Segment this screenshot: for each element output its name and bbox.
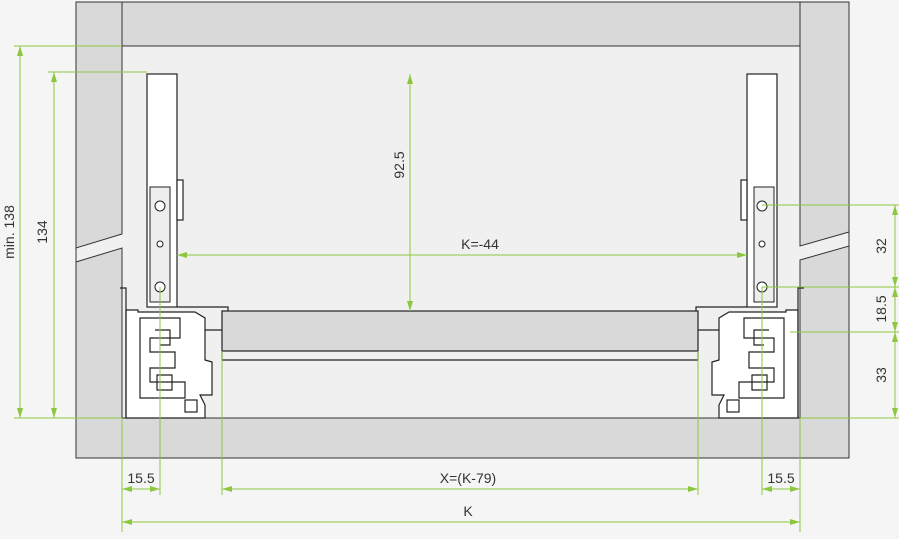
left-screw-top xyxy=(154,200,166,212)
cabinet-bottom-panel xyxy=(75,417,850,459)
right-hole-middle xyxy=(758,240,766,248)
label-15-5-left: 15.5 xyxy=(127,470,154,486)
left-hole-middle xyxy=(156,240,164,248)
cabinet-right-panel-upper xyxy=(799,1,850,247)
label-k-44: K=-44 xyxy=(461,236,499,252)
dimension-labels: min. 138 134 92.5 K=-44 32 18.5 33 15.5 … xyxy=(1,151,889,519)
left-runner xyxy=(125,309,213,419)
drawer-bottom-panel xyxy=(221,310,699,352)
cabinet-top-panel xyxy=(121,1,801,47)
label-32: 32 xyxy=(873,238,889,254)
right-screw-top xyxy=(756,200,768,212)
label-min-138: min. 138 xyxy=(1,205,17,259)
right-runner xyxy=(711,309,799,419)
label-33: 33 xyxy=(873,367,889,383)
dimension-lines xyxy=(14,45,899,532)
label-x-k-79: X=(K-79) xyxy=(440,470,496,486)
label-92-5: 92.5 xyxy=(391,151,407,178)
label-15-5-right: 15.5 xyxy=(767,470,794,486)
cabinet-left-panel-lower xyxy=(75,247,123,419)
label-18-5: 18.5 xyxy=(873,295,889,322)
drawer-bottom xyxy=(205,310,719,361)
right-drawer-side xyxy=(692,73,804,419)
left-drawer-side xyxy=(120,73,232,419)
cabinet-left-panel-upper xyxy=(75,1,123,249)
label-k: K xyxy=(463,503,473,519)
label-134: 134 xyxy=(34,220,50,244)
